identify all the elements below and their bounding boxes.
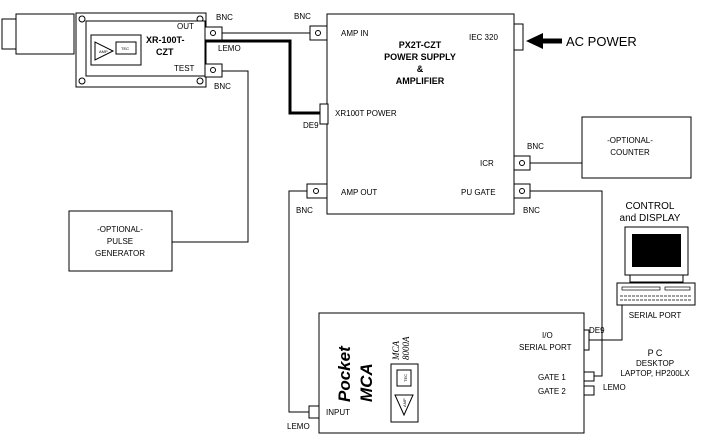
pulse-generator-module: -OPTIONAL- PULSE GENERATOR: [68, 210, 173, 272]
detector-name-line2: CZT: [156, 47, 174, 57]
ps-amp-out-label: AMP OUT: [341, 188, 377, 197]
lemo-input-label: LEMO: [287, 422, 310, 431]
connector-pin: [519, 160, 525, 166]
lemo-label: LEMO: [218, 44, 241, 53]
iec-power-inlet: [513, 23, 524, 51]
pc-desktop-label: DESKTOP: [636, 359, 674, 368]
mca-gate1-label: GATE 1: [538, 373, 566, 382]
ps-iec-label: IEC 320: [469, 33, 498, 42]
input-lemo-connector: [308, 405, 320, 419]
mca-chip-amp-label: AMP: [402, 398, 407, 407]
detector-module: AMP TEC XR-100T- CZT OUT TEST BNC LEMO B…: [1, 12, 241, 91]
ps-pu-gate-label: PU GATE: [461, 188, 496, 197]
ps-xr-power-label: XR100T POWER: [335, 109, 397, 118]
detector-probe-body: [15, 13, 75, 55]
mca-box: [318, 312, 585, 434]
mca-amp-triangle-icon: [394, 394, 414, 417]
connector-pin: [210, 30, 216, 36]
mca-serial-port-label: SERIAL PORT: [519, 343, 572, 352]
pc-display-label: and DISPLAY: [620, 213, 681, 224]
pc-serial-port-label: SERIAL PORT: [629, 311, 682, 320]
pulser-line3-label: GENERATOR: [95, 249, 145, 258]
pulser-optional-label: -OPTIONAL-: [97, 225, 143, 234]
pc-control-label: CONTROL: [626, 201, 675, 212]
wire-test-to-pulser: [172, 70, 249, 243]
wire-pu-gate-to-gate1: [530, 190, 603, 377]
chip-tec-label: TEC: [121, 46, 129, 51]
pc-module: CONTROL and DISPLAY SERIAL PORT P C DESK…: [616, 201, 696, 378]
monitor-stand: [629, 274, 684, 283]
ps-title-line1: PX2T-CZT: [399, 40, 442, 50]
wiring: [172, 32, 623, 413]
connector-pin: [315, 30, 321, 36]
mca-module: Pocket MCA MCA 8000A TEC AMP I/O SERIAL …: [287, 312, 626, 434]
counter-module: -OPTIONAL- COUNTER: [581, 116, 692, 179]
detector-probe-tip: [1, 18, 17, 50]
bnc-test-label: BNC: [214, 82, 231, 91]
counter-name-label: COUNTER: [610, 148, 650, 157]
monitor-screen: [632, 234, 681, 267]
power-cable: [205, 39, 325, 115]
ac-power-arrow-icon: [526, 33, 543, 49]
mount-hole: [78, 15, 86, 23]
power-supply-module: PX2T-CZT POWER SUPPLY & AMPLIFIER AMP IN…: [294, 12, 544, 215]
wire-serial-to-pc: [584, 305, 623, 341]
ps-icr-label: ICR: [480, 159, 494, 168]
gate1-connector: [583, 371, 595, 382]
wire-amp-out-to-input: [288, 190, 309, 413]
pulse-generator-box: [68, 210, 173, 272]
ps-title-line3: &: [417, 64, 424, 74]
computer-case-icon: [616, 282, 696, 306]
mca-model-line2: 8000A: [401, 336, 411, 360]
chip-amp-label: AMP: [99, 49, 108, 54]
mount-hole: [78, 77, 86, 85]
tec-block: [115, 41, 137, 55]
bnc-amp-out-label: BNC: [296, 206, 313, 215]
detector-test-label: TEST: [174, 64, 195, 73]
connector-pin: [519, 188, 525, 194]
power-supply-box: [326, 13, 515, 215]
bnc-pu-gate-label: BNC: [523, 206, 540, 215]
counter-optional-label: -OPTIONAL-: [607, 136, 653, 145]
connector-pin: [210, 67, 216, 73]
bnc-amp-in-label: BNC: [294, 12, 311, 21]
counter-box: [581, 116, 692, 179]
lemo-gate-label: LEMO: [603, 383, 626, 392]
mca-tec-block: [396, 369, 412, 387]
gate2-connector: [583, 385, 595, 396]
amp-triangle-icon: [94, 41, 115, 61]
ac-power-indicator: AC POWER: [526, 33, 637, 49]
mca-model-line1: MCA: [391, 341, 401, 362]
ac-power-label: AC POWER: [566, 34, 637, 49]
bnc-out-label: BNC: [216, 13, 233, 22]
pc-label: P C: [648, 348, 663, 358]
pulser-line2-label: PULSE: [107, 237, 133, 246]
bnc-icr-label: BNC: [527, 142, 544, 151]
ps-amp-in-label: AMP IN: [341, 29, 369, 38]
mca-chip-tec-label: TEC: [403, 374, 408, 382]
pc-laptop-label: LAPTOP, HP200LX: [620, 369, 690, 378]
drive-slot: [664, 286, 691, 291]
mca-gate2-label: GATE 2: [538, 387, 566, 396]
mca-pocket-label: Pocket: [335, 345, 354, 402]
connector-pin: [313, 188, 319, 194]
ps-title-line4: AMPLIFIER: [396, 76, 445, 86]
de9-serial-label: DE9: [589, 326, 605, 335]
de9-power-label: DE9: [303, 121, 319, 130]
drive-slot: [621, 286, 661, 291]
ps-title-line2: POWER SUPPLY: [384, 52, 456, 62]
detector-out-label: OUT: [177, 22, 194, 31]
mca-name-label: MCA: [357, 363, 376, 402]
mca-input-label: INPUT: [326, 408, 350, 417]
detector-name-line1: XR-100T-: [146, 35, 185, 45]
mca-io-label: I/O: [542, 331, 553, 340]
mount-hole: [196, 77, 204, 85]
de9-serial-connector: [583, 329, 590, 351]
de9-power-connector: [319, 103, 329, 125]
